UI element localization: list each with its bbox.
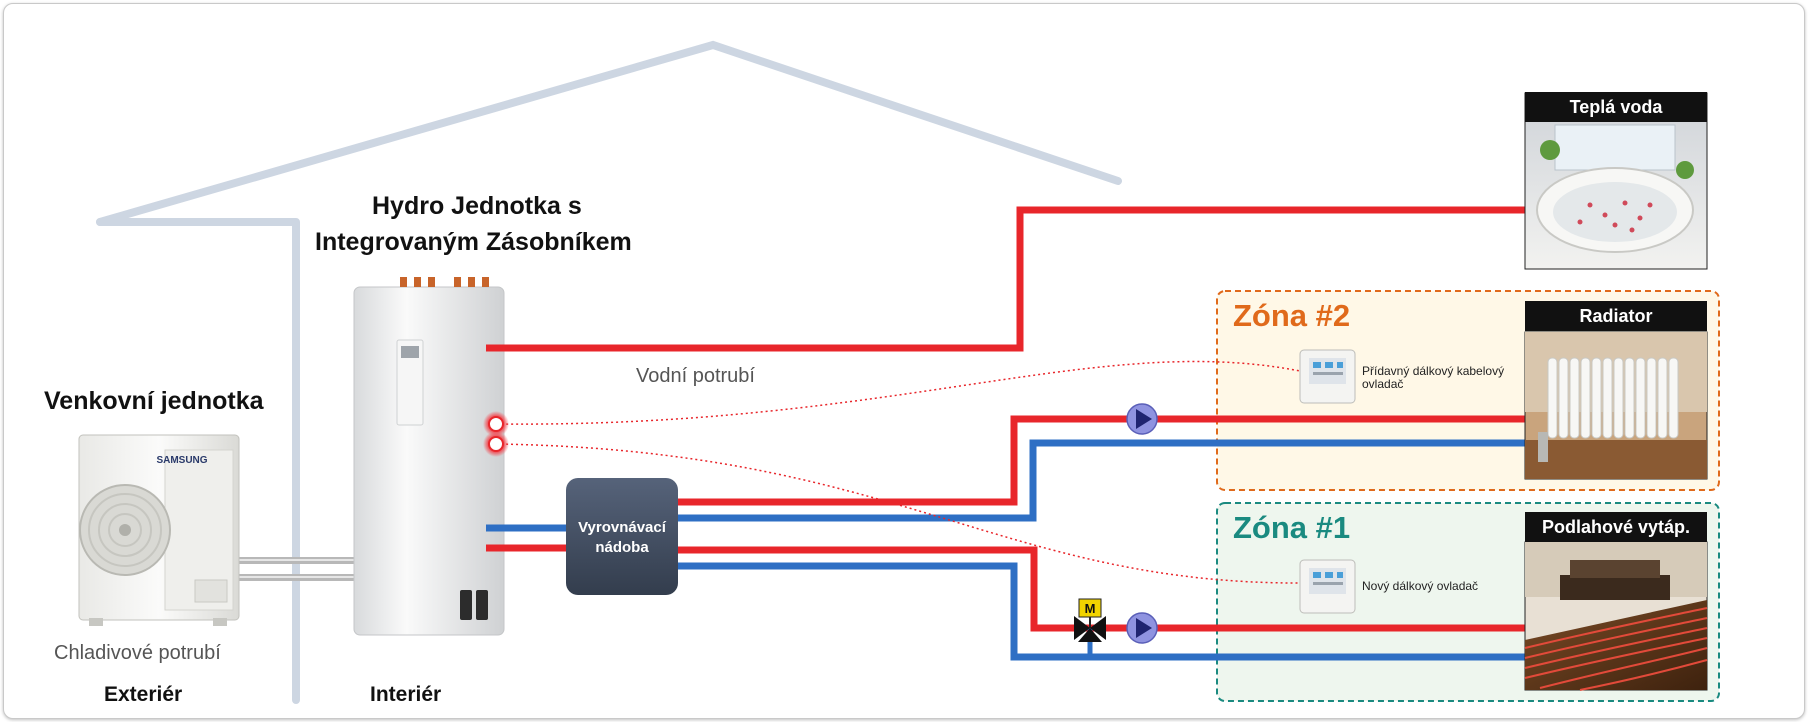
hot-water-pipe [486, 206, 1525, 352]
hot-water-header: Teplá voda [1525, 92, 1707, 122]
hydro-unit-label-line1: Hydro Jednotka s [372, 192, 582, 220]
refrigerant-pipes [228, 557, 358, 581]
zone-2-return-pipe [676, 439, 1525, 522]
outdoor-unit [78, 434, 240, 626]
buffer-tank [566, 478, 678, 595]
outdoor-unit-brand: SAMSUNG [156, 455, 207, 466]
exterior-label: Exteriér [104, 683, 183, 706]
zone-1-controller-label: Nový dálkový ovladač [1362, 579, 1479, 593]
radiator-header: Radiator [1525, 301, 1707, 331]
floor-heating-photo [1524, 541, 1708, 691]
zone-1-return-pipe [676, 562, 1525, 661]
zone-1-pump [1126, 612, 1158, 644]
hot-water-bath-photo [1524, 92, 1708, 270]
mixing-valve [1074, 598, 1106, 642]
zone-2-controller-wire [495, 360, 1306, 425]
outdoor-unit-label: Venkovní jednotka [44, 387, 264, 415]
hydro-unit [353, 277, 505, 636]
water-pipe-label: Vodní potrubí [636, 365, 755, 387]
zone-2-controller-label: Přídavný dálkový kabelový ovladač [1362, 364, 1505, 391]
zone-2-pump [1126, 403, 1158, 435]
zone-1-remote-controller [1299, 559, 1356, 614]
house-outline [96, 40, 1122, 226]
radiator-photo [1524, 331, 1708, 480]
zone-2-title: Zóna #2 [1233, 298, 1351, 333]
mixing-valve-mark: M [1085, 601, 1096, 616]
zone-1-supply-pipe [676, 546, 1525, 632]
zone-1-title: Zóna #1 [1233, 510, 1351, 545]
zone-2-supply-pipe [676, 415, 1525, 506]
buffer-tank-label: Vyrovnávací nádoba [566, 518, 678, 558]
floor-heating-header: Podlahové vytáp. [1525, 512, 1707, 542]
interior-label: Interiér [370, 683, 442, 706]
buffer-tank-label-line2: nádoba [595, 539, 649, 556]
buffer-tank-label-line1: Vyrovnávací [578, 519, 666, 536]
refrigerant-pipe-label: Chladivové potrubí [54, 642, 221, 664]
zone-2-remote-controller [1299, 349, 1356, 404]
hydro-unit-label-line2: Integrovaným Zásobníkem [315, 228, 632, 256]
house-wall [96, 218, 300, 704]
